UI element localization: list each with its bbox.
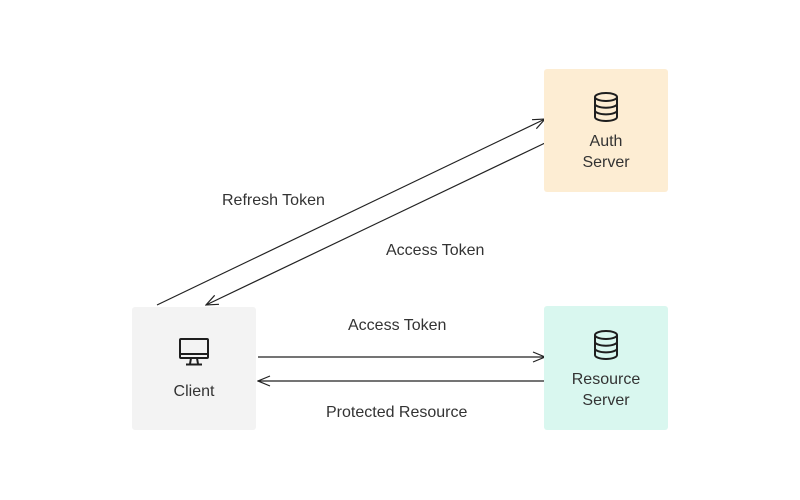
edge-refresh-token-arrow bbox=[156, 119, 545, 306]
edge-label-access-token-auth: Access Token bbox=[386, 242, 485, 259]
monitor-icon bbox=[179, 338, 209, 366]
auth-server-node: Auth Server bbox=[544, 69, 668, 192]
resource-server-label: Resource Server bbox=[572, 369, 640, 411]
client-node: Client bbox=[132, 307, 256, 430]
resource-server-node: Resource Server bbox=[544, 306, 668, 430]
edge-label-access-token-resource: Access Token bbox=[348, 317, 447, 334]
edge-access-token-auth-arrow bbox=[206, 142, 546, 305]
resource-server-label-line-2: Server bbox=[582, 391, 630, 409]
client-label-line-1: Client bbox=[173, 383, 215, 400]
auth-server-label: Auth Server bbox=[582, 131, 629, 173]
edge-label-refresh-token: Refresh Token bbox=[222, 192, 325, 209]
edge-label-protected-resource: Protected Resource bbox=[326, 404, 468, 421]
database-icon bbox=[594, 329, 618, 360]
auth-server-label-line-2: Server bbox=[582, 154, 630, 171]
database-icon bbox=[594, 92, 618, 123]
client-label: Client bbox=[174, 381, 215, 402]
auth-server-label-line-1: Auth bbox=[589, 133, 623, 150]
resource-server-label-line-1: Resource bbox=[571, 370, 641, 388]
